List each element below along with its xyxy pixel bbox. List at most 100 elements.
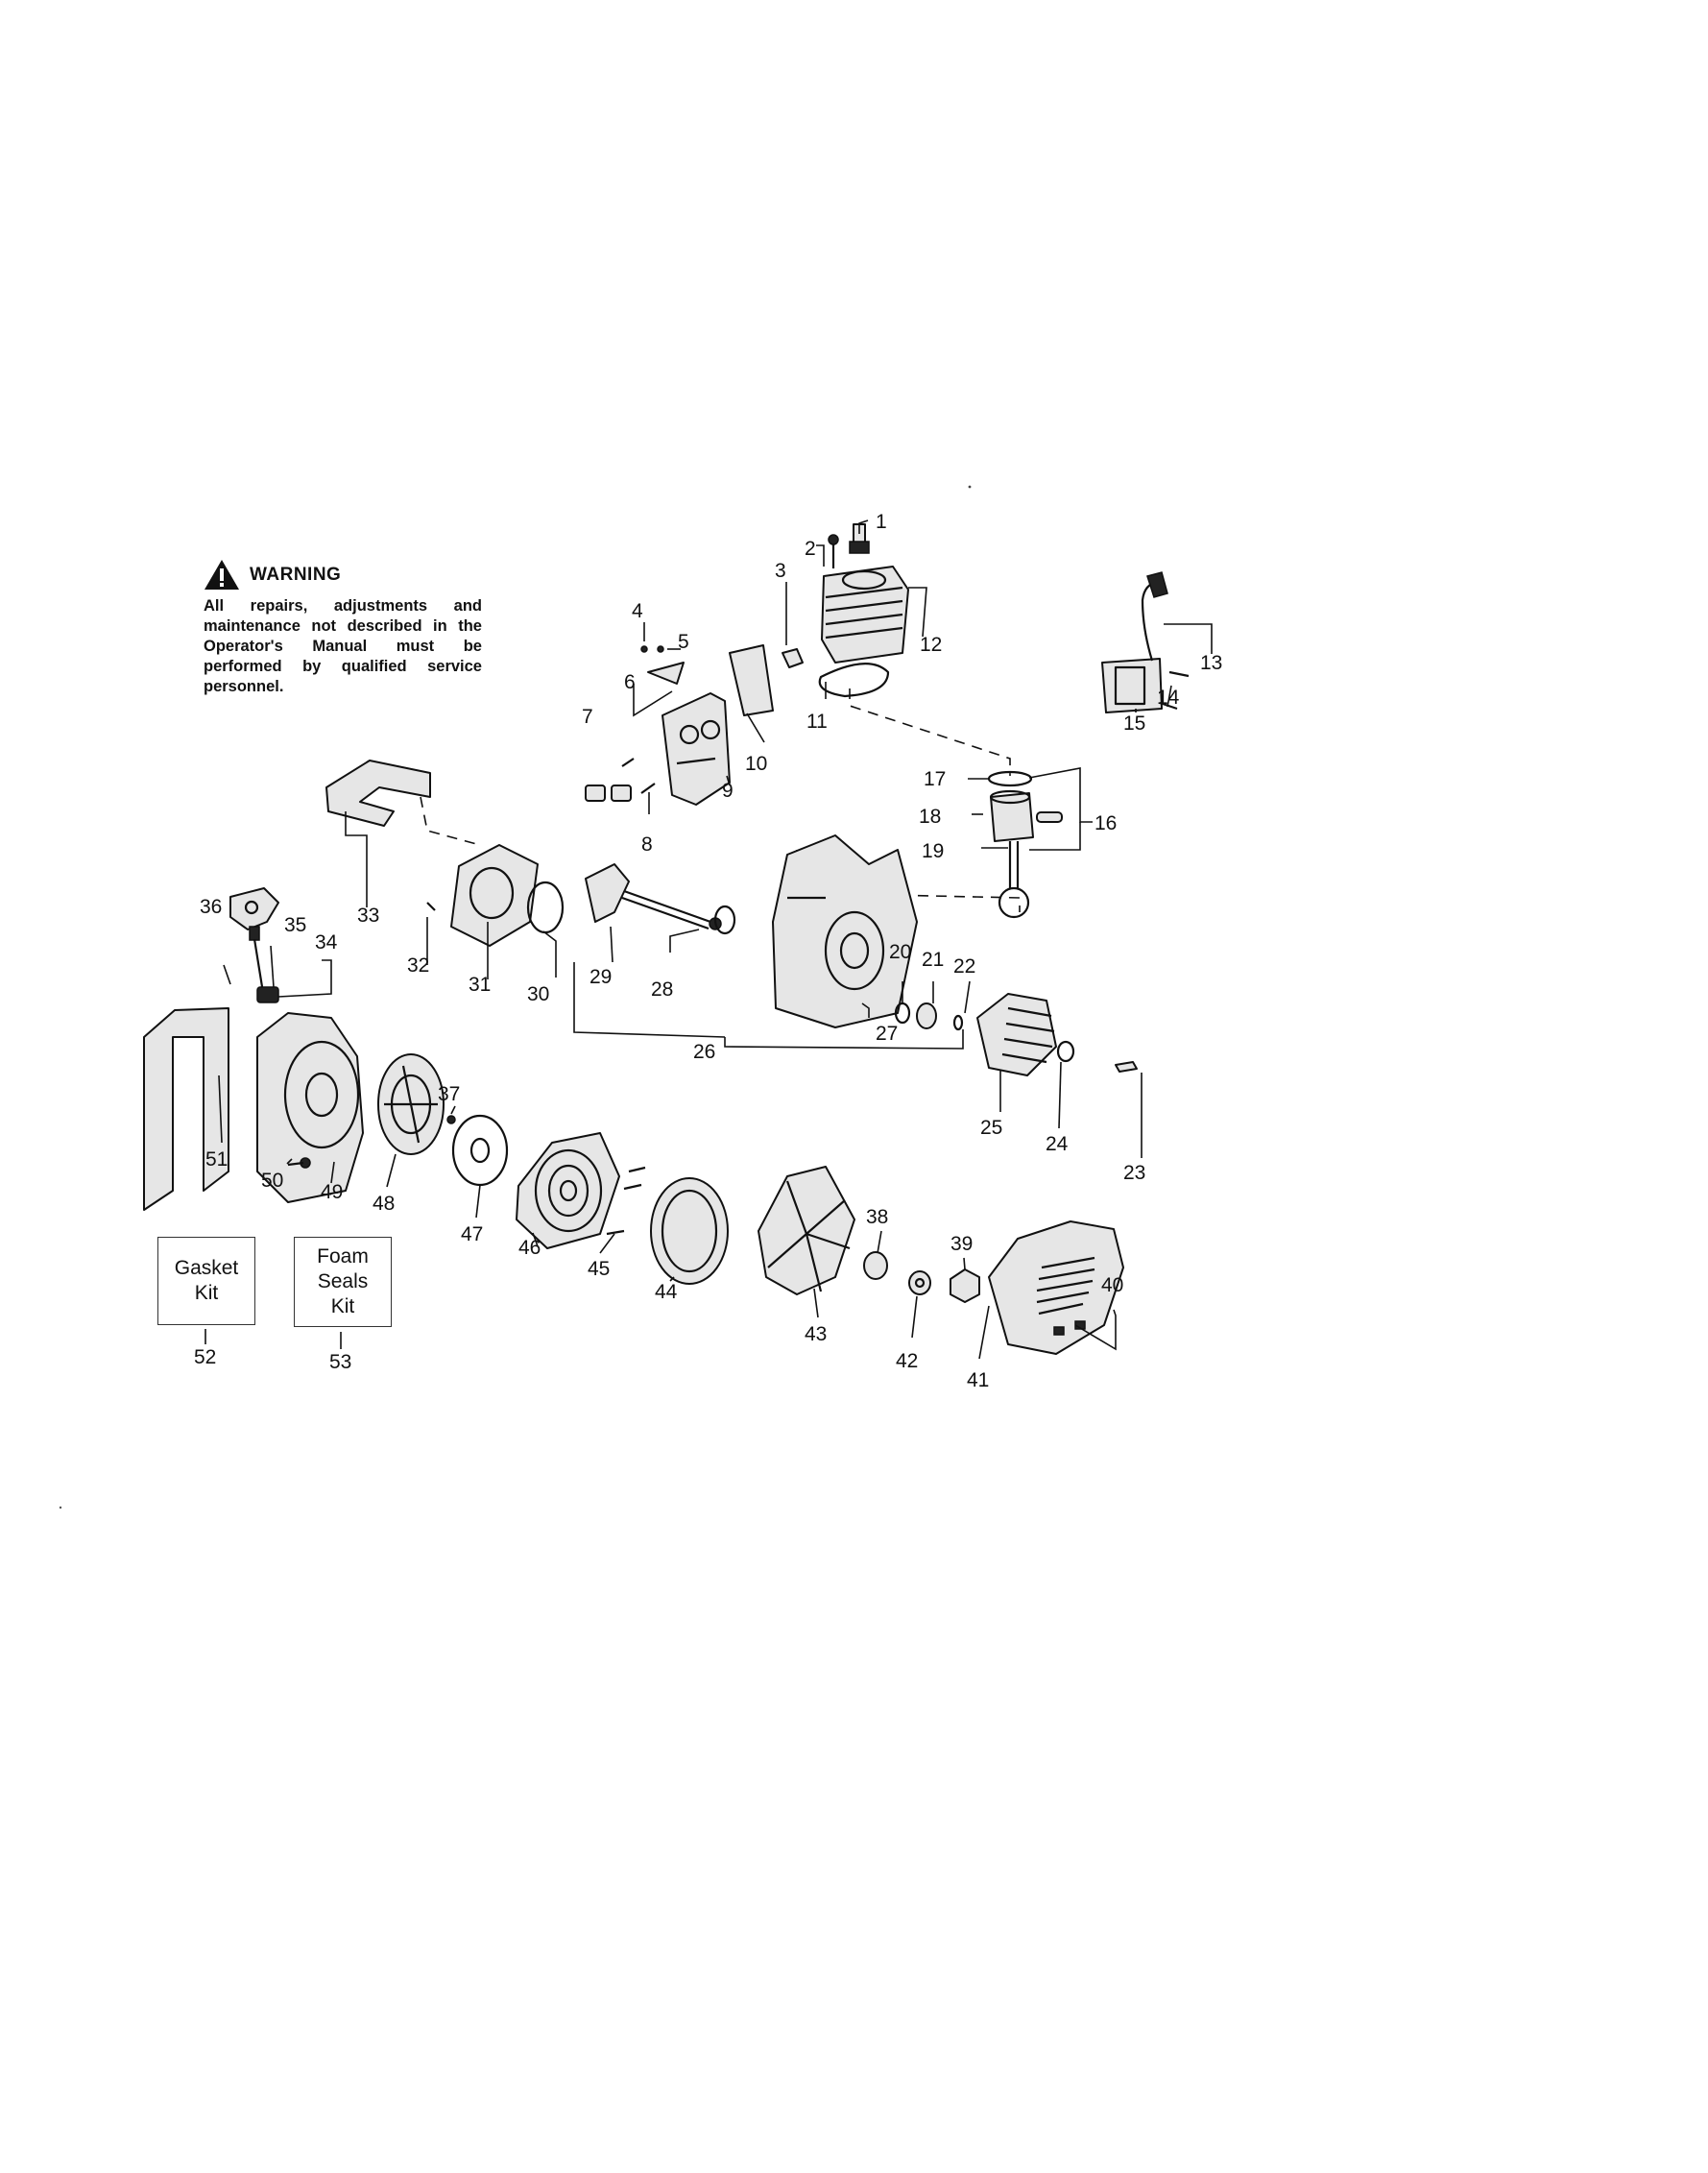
callout-38: 38 [866,1206,888,1228]
cover-41-part [988,1220,1124,1355]
callout-14: 14 [1157,687,1180,709]
callout-34: 34 [315,931,338,954]
callout-32: 32 [407,954,429,977]
muffler-bolts-part [585,758,656,802]
callout-26: 26 [693,1041,715,1063]
callout-36: 36 [200,896,222,918]
connecting-rod-part [998,841,1030,919]
cylinder-part [821,566,909,664]
callout-45: 45 [588,1258,610,1280]
callout-28: 28 [651,978,673,1001]
callout-15: 15 [1123,712,1145,735]
deflector-part [729,644,774,716]
callout-5: 5 [678,631,689,653]
callout-8: 8 [641,833,653,856]
blower-housing-part [256,1012,364,1203]
nut-24-part [1056,1040,1075,1063]
screws-45-part [606,1166,646,1236]
leader-lines [204,519,1213,1360]
washer-38-part [863,1251,888,1280]
callout-48: 48 [373,1193,395,1215]
ignition-coil-part [1101,571,1190,713]
intake-gasket-part [325,760,431,827]
scan-speck [968,485,972,489]
callout-16: 16 [1095,812,1117,834]
part-drawings [143,523,1190,1355]
callout-39: 39 [950,1233,973,1255]
callout-11: 11 [806,711,828,733]
callout-25: 25 [980,1117,1002,1139]
foam-seals-kit-box: Foam Seals Kit [294,1237,392,1327]
cap-34-part [256,986,279,1003]
callout-43: 43 [805,1323,827,1345]
muffler-plate-part [647,662,685,685]
callout-44: 44 [655,1281,678,1303]
warning-text: All repairs, adjustments and maintenance… [204,597,482,695]
pulley-48-part [377,1053,445,1155]
nut-39-part [950,1268,980,1303]
callout-46: 46 [518,1237,541,1259]
screw-37-part [446,1115,456,1124]
piston-part [989,789,1063,842]
gasket-kit-label: Gasket Kit [174,1257,239,1304]
callout-52: 52 [194,1346,217,1368]
starter-46-part [516,1132,620,1249]
callout-51: 51 [205,1148,228,1171]
o-ring-part [526,881,565,934]
muffler-screws-part [640,645,664,653]
bearing-21-part [916,1002,937,1029]
warning-header: WARNING [204,559,482,591]
foam-seal-51-part [143,1007,229,1211]
callout-37: 37 [438,1083,460,1105]
callout-29: 29 [589,966,612,988]
muffler-part [662,692,731,806]
callout-7: 7 [582,706,593,728]
key-23-part [1115,1061,1138,1073]
intake-adapter-part [450,844,539,947]
callout-33: 33 [357,905,379,927]
tool-key-part [229,887,279,941]
flywheel-part [976,993,1057,1076]
clip-part [782,648,804,668]
washer-42-part [908,1270,931,1295]
washer-47-part [451,1114,509,1187]
callout-4: 4 [632,600,643,622]
callout-13: 13 [1200,652,1222,674]
callout-41: 41 [967,1369,989,1391]
crankcase-part [772,834,918,1028]
callout-22: 22 [953,955,975,978]
callout-18: 18 [919,806,941,828]
callout-31: 31 [469,974,491,996]
gasket-kit-box: Gasket Kit [157,1237,255,1325]
callout-numbers: 1 2 3 4 5 6 7 8 9 10 11 12 13 14 15 16 1… [200,511,1222,1391]
callout-47: 47 [461,1223,483,1245]
warning-title: WARNING [250,564,342,585]
callout-3: 3 [775,560,786,582]
bolt-50-part [287,1157,311,1169]
callout-17: 17 [924,768,946,790]
ring-44-part [650,1177,729,1285]
fan-43-part [758,1166,855,1295]
callout-40: 40 [1101,1274,1123,1296]
callout-2: 2 [805,538,816,560]
callout-35: 35 [284,914,306,936]
cylinder-bolt-part [828,534,839,568]
spark-plug-part [849,523,870,554]
callout-12: 12 [920,634,942,656]
callout-6: 6 [624,671,636,693]
callout-30: 30 [527,983,549,1005]
cylinder-gasket-part [818,663,890,698]
warning-notice: WARNING All repairs, adjustments and mai… [204,559,482,697]
callout-20: 20 [889,941,911,963]
callout-42: 42 [896,1350,918,1372]
callout-50: 50 [261,1170,283,1192]
callout-10: 10 [745,753,767,775]
callout-24: 24 [1046,1133,1069,1155]
callout-21: 21 [922,949,944,971]
scan-speck [59,1506,62,1509]
callout-53: 53 [329,1351,352,1373]
washer-22-part [952,1014,964,1031]
callout-1: 1 [876,511,887,533]
callout-49: 49 [321,1181,343,1203]
